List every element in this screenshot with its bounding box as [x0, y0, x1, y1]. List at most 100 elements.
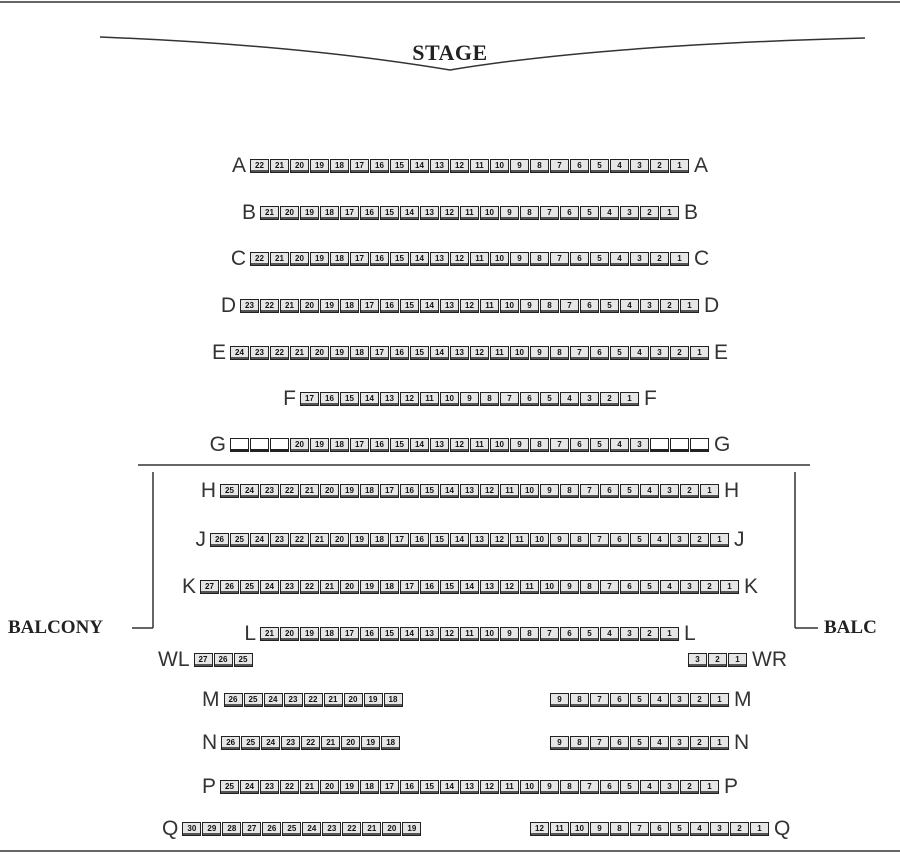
seat-P-19[interactable]: 19: [340, 780, 359, 794]
seat-B-8[interactable]: 8: [520, 206, 539, 220]
seat-B-6[interactable]: 6: [560, 206, 579, 220]
seat-M-19[interactable]: 19: [363, 693, 383, 707]
seat-D-12[interactable]: 12: [460, 299, 479, 313]
seat-L-16[interactable]: 16: [360, 627, 379, 641]
seat-H-8[interactable]: 8: [560, 484, 579, 498]
seat-K-26[interactable]: 26: [220, 580, 239, 594]
seat-E-24[interactable]: 24: [230, 346, 249, 360]
seat-J-1[interactable]: 1: [710, 533, 729, 547]
seat-Q-4[interactable]: 4: [690, 822, 709, 836]
seat-C-15[interactable]: 15: [390, 252, 409, 266]
seat-G-16[interactable]: 16: [370, 438, 389, 452]
seat-WL-26[interactable]: 26: [213, 653, 233, 667]
seat-A-2[interactable]: 2: [650, 159, 669, 173]
seat-H-18[interactable]: 18: [360, 484, 379, 498]
seat-Q-28[interactable]: 28: [222, 822, 242, 836]
seat-J-24[interactable]: 24: [250, 533, 269, 547]
seat-D-8[interactable]: 8: [540, 299, 559, 313]
seat-N-3[interactable]: 3: [670, 736, 689, 750]
seat-J-21[interactable]: 21: [310, 533, 329, 547]
seat-B-3[interactable]: 3: [620, 206, 639, 220]
seat-H-7[interactable]: 7: [580, 484, 599, 498]
seat-C-14[interactable]: 14: [410, 252, 429, 266]
seat-B-15[interactable]: 15: [380, 206, 399, 220]
seat-J-2[interactable]: 2: [690, 533, 709, 547]
seat-J-9[interactable]: 9: [550, 533, 569, 547]
seat-D-20[interactable]: 20: [300, 299, 319, 313]
seat-P-17[interactable]: 17: [380, 780, 399, 794]
seat-M-7[interactable]: 7: [590, 693, 609, 707]
seat-E-20[interactable]: 20: [310, 346, 329, 360]
seat-P-18[interactable]: 18: [360, 780, 379, 794]
seat-WR-3[interactable]: 3: [688, 653, 707, 667]
seat-G-15[interactable]: 15: [390, 438, 409, 452]
seat-P-16[interactable]: 16: [400, 780, 419, 794]
seat-H-21[interactable]: 21: [300, 484, 319, 498]
seat-C-4[interactable]: 4: [610, 252, 629, 266]
seat-E-14[interactable]: 14: [430, 346, 449, 360]
seat-A-21[interactable]: 21: [270, 159, 289, 173]
seat-K-4[interactable]: 4: [660, 580, 679, 594]
seat-Q-25[interactable]: 25: [282, 822, 302, 836]
seat-G-11[interactable]: 11: [470, 438, 489, 452]
seat-L-19[interactable]: 19: [300, 627, 319, 641]
seat-B-9[interactable]: 9: [500, 206, 519, 220]
seat-K-23[interactable]: 23: [280, 580, 299, 594]
seat-Q-20[interactable]: 20: [382, 822, 402, 836]
seat-J-4[interactable]: 4: [650, 533, 669, 547]
seat-B-13[interactable]: 13: [420, 206, 439, 220]
seat-C-1[interactable]: 1: [670, 252, 689, 266]
seat-P-22[interactable]: 22: [280, 780, 299, 794]
seat-D-11[interactable]: 11: [480, 299, 499, 313]
seat-D-17[interactable]: 17: [360, 299, 379, 313]
seat-K-8[interactable]: 8: [580, 580, 599, 594]
seat-N-26[interactable]: 26: [221, 736, 241, 750]
seat-K-11[interactable]: 11: [520, 580, 539, 594]
seat-K-3[interactable]: 3: [680, 580, 699, 594]
seat-C-22[interactable]: 22: [250, 252, 269, 266]
seat-H-13[interactable]: 13: [460, 484, 479, 498]
seat-K-7[interactable]: 7: [600, 580, 619, 594]
seat-G-4[interactable]: 4: [610, 438, 629, 452]
seat-H-19[interactable]: 19: [340, 484, 359, 498]
seat-D-18[interactable]: 18: [340, 299, 359, 313]
seat-M-8[interactable]: 8: [570, 693, 589, 707]
seat-N-25[interactable]: 25: [241, 736, 261, 750]
seat-D-5[interactable]: 5: [600, 299, 619, 313]
seat-L-3[interactable]: 3: [620, 627, 639, 641]
seat-H-10[interactable]: 10: [520, 484, 539, 498]
seat-empty[interactable]: [650, 438, 669, 452]
seat-F-1[interactable]: 1: [620, 392, 639, 406]
seat-A-9[interactable]: 9: [510, 159, 529, 173]
seat-Q-29[interactable]: 29: [202, 822, 222, 836]
seat-P-14[interactable]: 14: [440, 780, 459, 794]
seat-D-10[interactable]: 10: [500, 299, 519, 313]
seat-J-15[interactable]: 15: [430, 533, 449, 547]
seat-D-22[interactable]: 22: [260, 299, 279, 313]
seat-K-9[interactable]: 9: [560, 580, 579, 594]
seat-H-14[interactable]: 14: [440, 484, 459, 498]
seat-Q-23[interactable]: 23: [322, 822, 342, 836]
seat-E-5[interactable]: 5: [610, 346, 629, 360]
seat-J-11[interactable]: 11: [510, 533, 529, 547]
seat-P-8[interactable]: 8: [560, 780, 579, 794]
seat-D-3[interactable]: 3: [640, 299, 659, 313]
seat-E-6[interactable]: 6: [590, 346, 609, 360]
seat-L-2[interactable]: 2: [640, 627, 659, 641]
seat-A-6[interactable]: 6: [570, 159, 589, 173]
seat-G-19[interactable]: 19: [310, 438, 329, 452]
seat-C-18[interactable]: 18: [330, 252, 349, 266]
seat-empty[interactable]: [250, 438, 269, 452]
seat-F-5[interactable]: 5: [540, 392, 559, 406]
seat-B-10[interactable]: 10: [480, 206, 499, 220]
seat-H-15[interactable]: 15: [420, 484, 439, 498]
seat-N-8[interactable]: 8: [570, 736, 589, 750]
seat-M-26[interactable]: 26: [223, 693, 243, 707]
seat-Q-5[interactable]: 5: [670, 822, 689, 836]
seat-G-18[interactable]: 18: [330, 438, 349, 452]
seat-Q-8[interactable]: 8: [610, 822, 629, 836]
seat-K-15[interactable]: 15: [440, 580, 459, 594]
seat-M-20[interactable]: 20: [343, 693, 363, 707]
seat-A-17[interactable]: 17: [350, 159, 369, 173]
seat-A-13[interactable]: 13: [430, 159, 449, 173]
